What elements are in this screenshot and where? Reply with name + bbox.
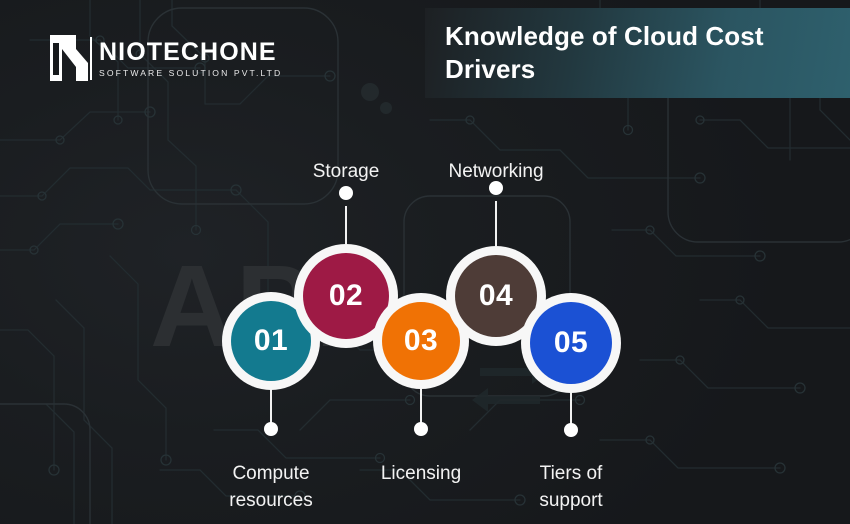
node-label-02: Storage: [312, 161, 380, 182]
niotechone-n-monogram-icon: [50, 35, 88, 81]
node-label-03: Licensing: [380, 463, 462, 484]
node-label-01: Compute resources: [229, 463, 313, 511]
node-label-05: Tiers of support: [539, 463, 603, 511]
node-connector-dot: [414, 422, 428, 436]
page-title: Knowledge of Cloud Cost Drivers: [445, 21, 764, 84]
node-connector-line: [495, 201, 497, 246]
brand-tagline: SOFTWARE SOLUTION PVT.LTD: [99, 67, 283, 78]
header-banner: Knowledge of Cloud Cost Drivers: [425, 8, 850, 98]
node-connector-dot: [564, 423, 578, 437]
brand-name: NIOTECHONE: [99, 37, 277, 66]
logo-divider: [90, 36, 92, 80]
node-connector-line: [345, 206, 347, 244]
node-label-04: Networking: [448, 161, 544, 182]
cost-driver-node-05[interactable]: 05: [521, 293, 621, 393]
brand-logo: NIOTECHONE SOFTWARE SOLUTION PVT.LTD: [50, 33, 282, 83]
node-connector-dot: [489, 181, 503, 195]
cost-driver-node-02[interactable]: 02: [294, 244, 398, 348]
node-connector-dot: [339, 186, 353, 200]
node-connector-line: [420, 383, 422, 429]
node-connector-line: [270, 383, 272, 429]
node-number-badge: 05: [530, 302, 612, 384]
node-connector-dot: [264, 422, 278, 436]
